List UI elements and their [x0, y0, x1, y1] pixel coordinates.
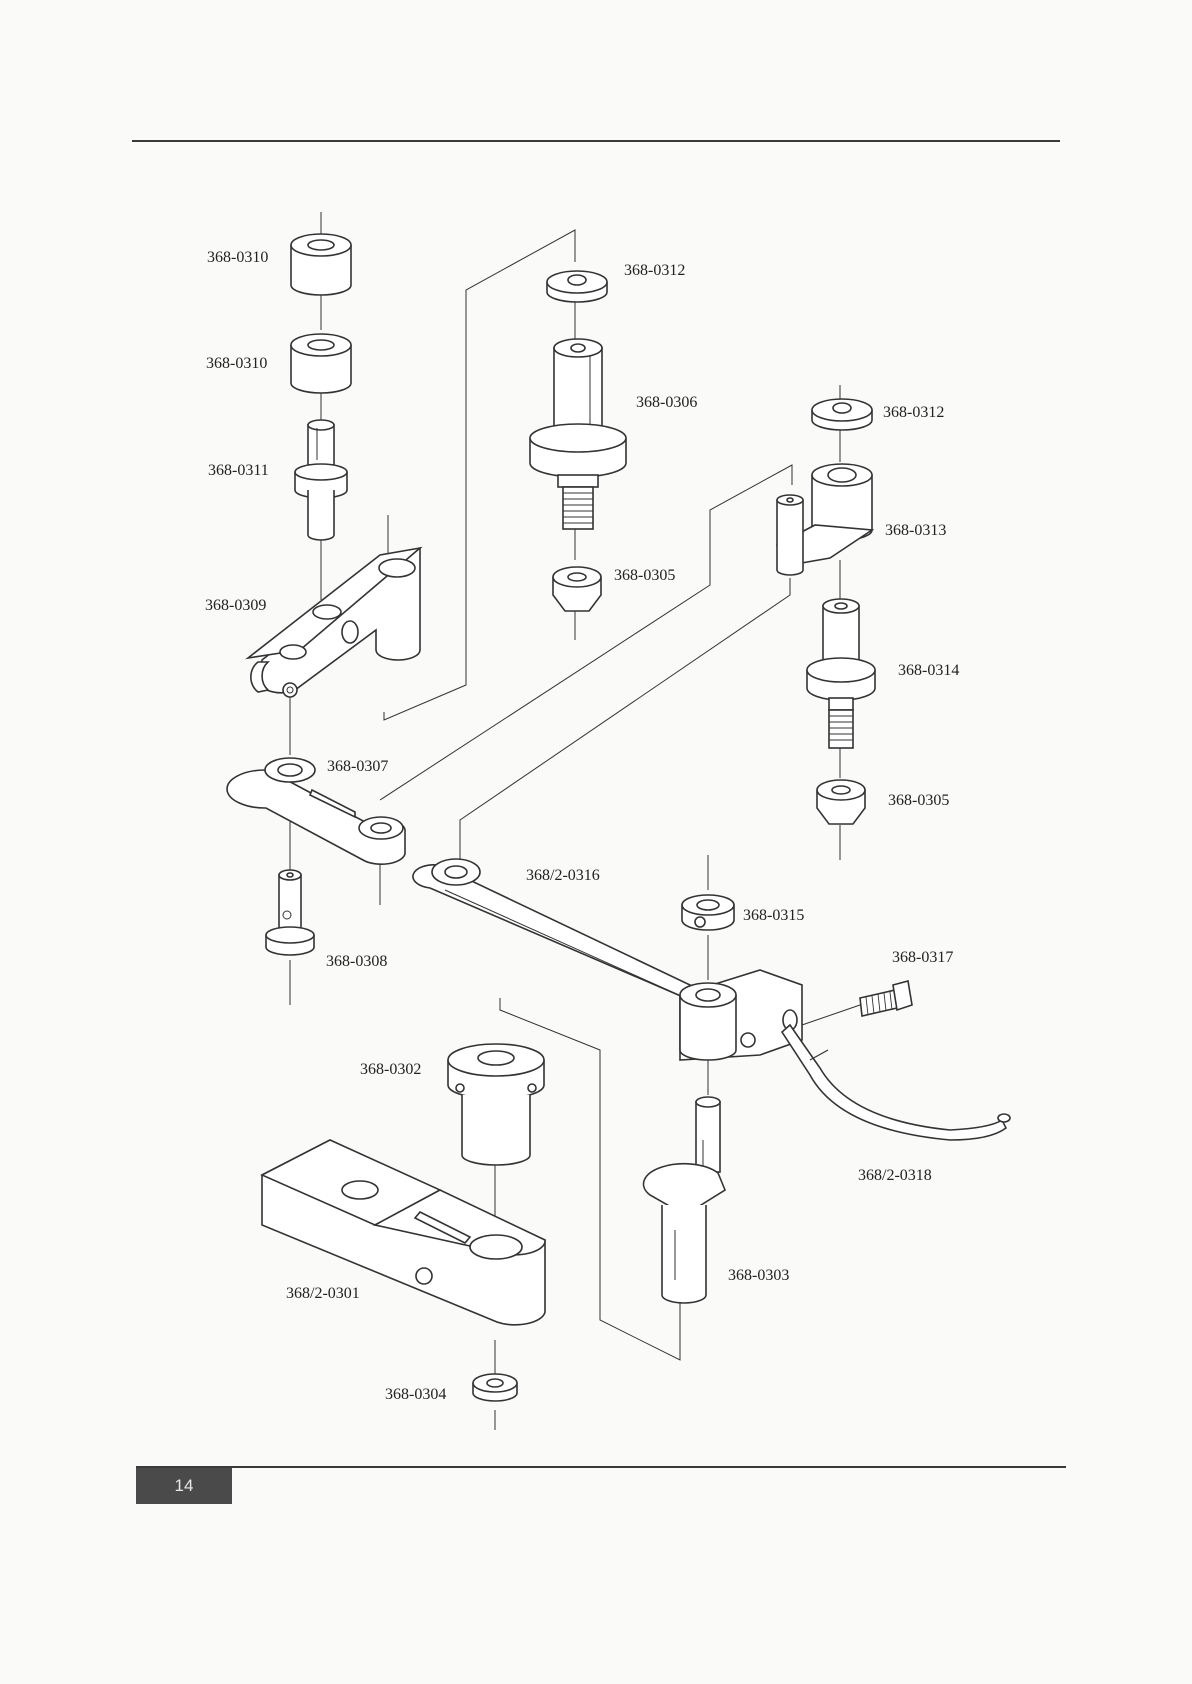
part-368-0310-lower: [291, 334, 351, 393]
part-368-0308: [266, 870, 314, 955]
label-368-0314: 368-0314: [898, 662, 959, 679]
label-368-0310-lower: 368-0310: [206, 355, 267, 372]
label-368-0312-lower: 368-0312: [883, 404, 944, 421]
part-368-0305-lower: [817, 780, 865, 824]
part-368-0313: [777, 464, 872, 575]
part-368-0304: [473, 1374, 517, 1401]
part-368-0315: [682, 895, 734, 930]
hub-block: [680, 970, 802, 1060]
label-368-0302: 368-0302: [360, 1061, 421, 1078]
part-368-0303: [644, 1097, 725, 1303]
label-368-0308: 368-0308: [326, 953, 387, 970]
label-368-0305-lower: 368-0305: [888, 792, 949, 809]
label-368-0303: 368-0303: [728, 1267, 789, 1284]
label-368-0306: 368-0306: [636, 394, 697, 411]
label-368-0313: 368-0313: [885, 522, 946, 539]
label-368-0310-upper: 368-0310: [207, 249, 268, 266]
label-368-0307: 368-0307: [327, 758, 388, 775]
label-368-0315: 368-0315: [743, 907, 804, 924]
part-368-0311: [295, 420, 347, 540]
part-368-0314: [807, 599, 875, 748]
label-368-0304: 368-0304: [385, 1386, 446, 1403]
part-368-2-0318: [782, 1025, 1010, 1140]
part-368-0312-lower: [812, 399, 872, 430]
part-368-0302: [448, 1044, 544, 1165]
part-368-0312-upper: [547, 271, 607, 302]
part-368-0305-upper: [553, 567, 601, 611]
part-368-0310-upper: [291, 234, 351, 295]
label-368-2-0301: 368/2-0301: [286, 1285, 360, 1302]
label-368-0305-upper: 368-0305: [614, 567, 675, 584]
part-368-0309: [248, 548, 420, 697]
label-368-0312-upper: 368-0312: [624, 262, 685, 279]
label-368-2-0318: 368/2-0318: [858, 1167, 932, 1184]
label-368-2-0316: 368/2-0316: [526, 867, 600, 884]
label-368-0309: 368-0309: [205, 597, 266, 614]
label-368-0317: 368-0317: [892, 949, 953, 966]
label-368-0311: 368-0311: [208, 462, 269, 479]
part-368-0306: [530, 339, 626, 529]
part-368-0317: [860, 981, 912, 1016]
